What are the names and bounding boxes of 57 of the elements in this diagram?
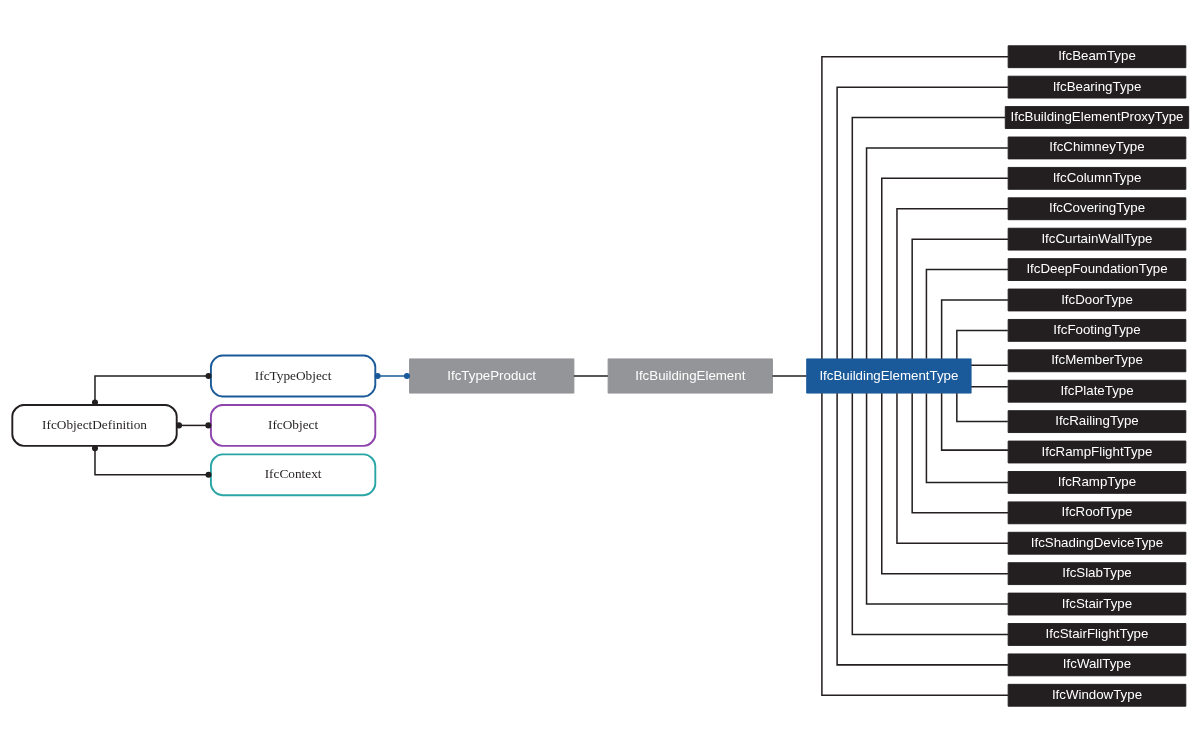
node-box: IfcRampFlightType (1007, 440, 1187, 463)
node-box: IfcRailingType (1007, 409, 1187, 433)
node-box: IfcWindowType (1007, 683, 1187, 707)
connector (821, 391, 1009, 696)
node-box: IfcWallType (1007, 652, 1187, 676)
node-box: IfcChimneyType (1007, 136, 1187, 159)
connector (911, 392, 1009, 514)
node-box: IfcSlabType (1007, 561, 1187, 585)
node-box: IfcDeepFoundationType (1007, 257, 1187, 281)
node-box: IfcContext (209, 452, 377, 496)
connector (911, 237, 1009, 359)
node-box: IfcStairFlightType (1007, 622, 1187, 646)
node-box: IfcObject (209, 403, 377, 447)
node-box: IfcMemberType (1007, 348, 1187, 372)
connector (771, 374, 808, 377)
node-box: IfcCurtainWallType (1007, 227, 1187, 251)
node-box: IfcCoveringType (1007, 196, 1187, 220)
connector (896, 207, 1009, 359)
connector (865, 391, 1009, 605)
connector (940, 298, 1009, 359)
connector (836, 85, 1009, 360)
connector (940, 391, 1009, 451)
node-box: IfcFootingType (1007, 318, 1187, 342)
connector (881, 177, 1009, 360)
node-box: IfcBeamType (1007, 44, 1187, 68)
node-box: IfcStairType (1007, 592, 1187, 615)
connector (91, 372, 212, 405)
node-box: IfcBuildingElement (607, 357, 773, 394)
node-box: IfcPlateType (1007, 379, 1187, 403)
connector (573, 374, 609, 377)
node-box: IfcObjectDefinition (11, 403, 178, 447)
node-box: IfcDoorType (1007, 288, 1187, 311)
node-box: IfcBuildingElementProxyType (1004, 105, 1190, 129)
connector (91, 444, 212, 478)
connector (970, 385, 1009, 387)
node-box: IfcRoofType (1007, 500, 1187, 524)
connector (925, 268, 1009, 359)
connector (374, 372, 410, 379)
connector (851, 392, 1009, 635)
connector (881, 391, 1009, 574)
connector (836, 391, 1009, 666)
connector (956, 392, 1009, 422)
node-box: IfcTypeObject (209, 354, 377, 397)
connector (175, 421, 212, 428)
connector (865, 146, 1009, 360)
node-box: IfcShadingDeviceType (1007, 531, 1187, 555)
node-box: IfcBearingType (1007, 75, 1187, 99)
connector (851, 116, 1006, 359)
connector (821, 55, 1009, 360)
node-box: IfcRampType (1007, 470, 1187, 494)
node-box: IfcBuildingElementType (806, 357, 972, 394)
connector (925, 392, 1009, 483)
node-box: IfcTypeProduct (409, 357, 575, 394)
connector (896, 392, 1009, 544)
node-box: IfcColumnType (1007, 166, 1187, 190)
connector (970, 364, 1009, 366)
connector (956, 329, 1009, 359)
